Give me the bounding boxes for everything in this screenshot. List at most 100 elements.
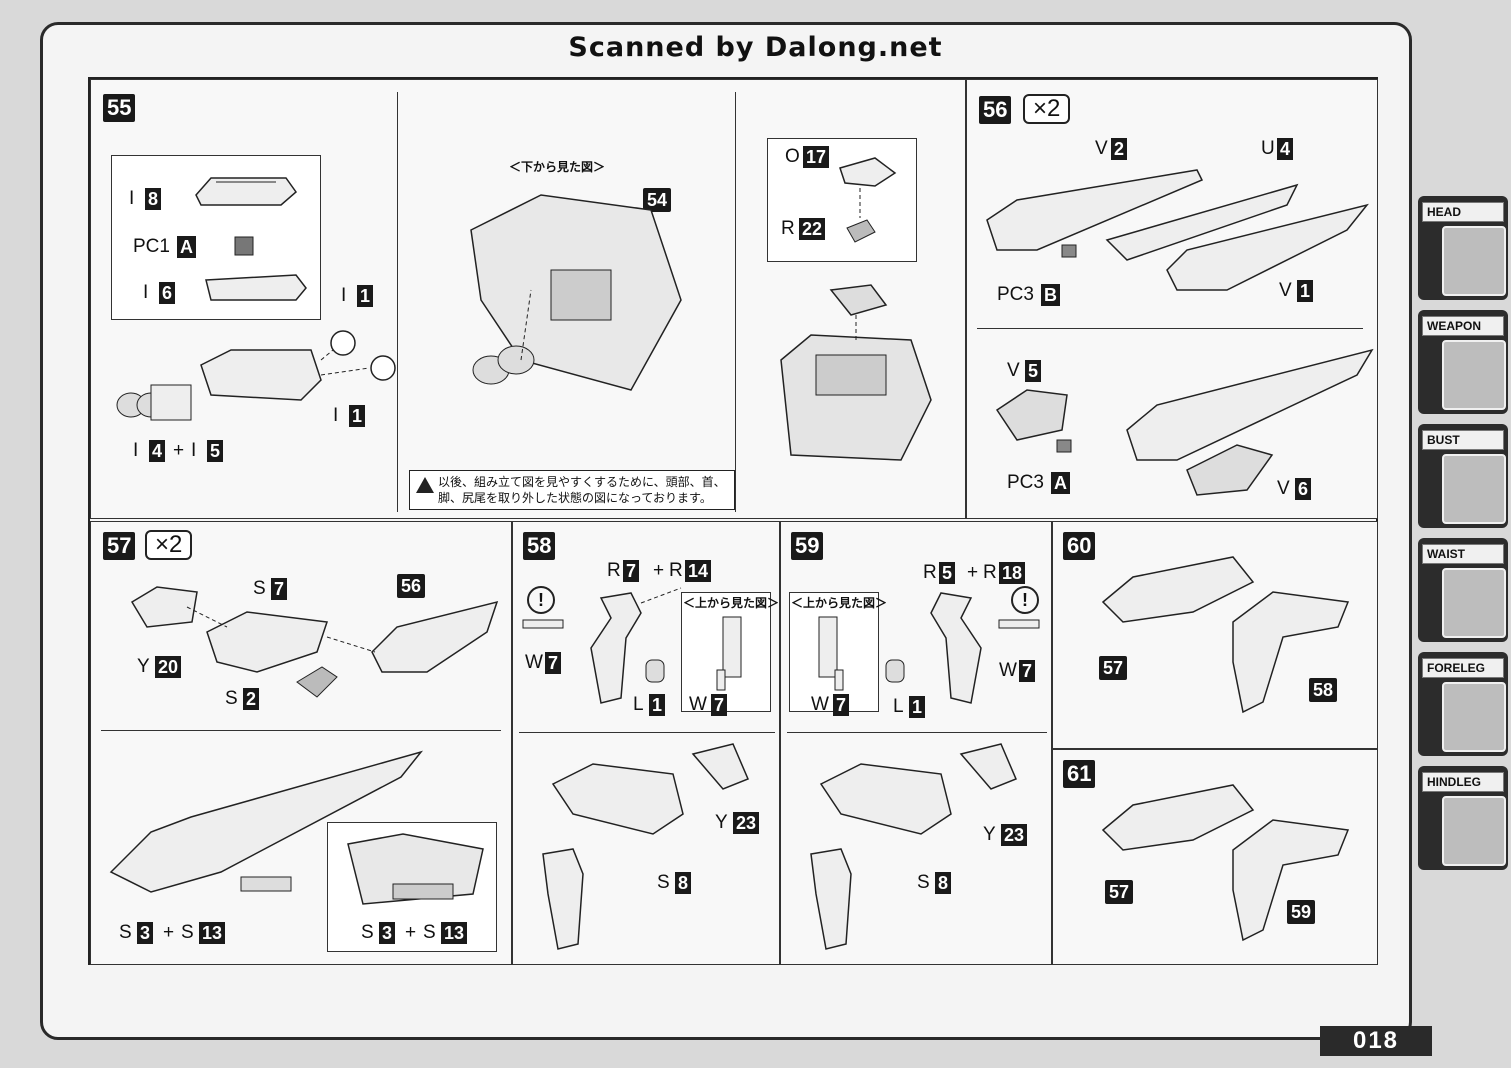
part-number: 1 xyxy=(349,405,366,427)
step-58-panel: 58 R 7 + R 14 ! W 7 L 1 ＜上から見た図＞ W 7 Y xyxy=(512,521,780,965)
tab-foreleg[interactable]: FORELEG xyxy=(1418,652,1508,756)
part-label: U xyxy=(1261,138,1275,159)
tab-label: BUST xyxy=(1422,430,1504,450)
part-number: 14 xyxy=(685,560,712,582)
detail-drawing-58 xyxy=(716,616,742,691)
caution-icon: ! xyxy=(1011,586,1039,614)
part-number: 7 xyxy=(711,694,728,716)
part-label: R xyxy=(923,562,937,583)
part-number: 7 xyxy=(545,652,562,674)
part-label: W xyxy=(999,660,1017,681)
part-label: S xyxy=(119,922,132,943)
ref-step-58: 58 xyxy=(1309,678,1338,702)
part-label: S xyxy=(181,922,194,943)
part-drawing-pc1 xyxy=(234,236,254,256)
head-thumbnail-icon xyxy=(1442,226,1506,296)
note-text: 以後、組み立て図を見やすくするために、頭部、首、脚、尻尾を取り外した状態の図にな… xyxy=(438,475,726,505)
part-number: 6 xyxy=(1295,478,1312,500)
divider xyxy=(519,732,775,733)
repeat-count: ×2 xyxy=(145,530,193,560)
part-label: L xyxy=(893,696,904,717)
tab-hindleg[interactable]: HINDLEG xyxy=(1418,766,1508,870)
page-number: 018 xyxy=(1320,1026,1432,1056)
part-number: 1 xyxy=(909,696,926,718)
part-drawing-59 xyxy=(885,592,1040,704)
hindleg-thumbnail-icon xyxy=(1442,796,1506,866)
part-label: PC3 xyxy=(997,284,1034,305)
ref-step-54: 54 xyxy=(643,188,672,212)
assembly-drawing-61 xyxy=(1101,784,1350,942)
tab-label: WEAPON xyxy=(1422,316,1504,336)
detail-drawing-59 xyxy=(818,616,844,691)
part-label: R xyxy=(669,560,683,581)
part-label: I xyxy=(341,285,347,306)
part-number: 2 xyxy=(1111,138,1128,160)
part-number: 7 xyxy=(1019,660,1036,682)
step-60-panel: 60 57 58 xyxy=(1052,521,1378,749)
part-number: 4 xyxy=(1277,138,1294,160)
part-number: A xyxy=(177,236,196,258)
plus-sign: + xyxy=(405,922,417,943)
part-label: I xyxy=(333,405,339,426)
ref-step-59: 59 xyxy=(1287,900,1316,924)
detail-drawing-57 xyxy=(347,833,484,905)
assembly-drawing-60 xyxy=(1101,556,1350,714)
part-number: 20 xyxy=(155,656,182,678)
divider xyxy=(977,328,1363,329)
part-number: 1 xyxy=(357,285,374,307)
repeat-count: ×2 xyxy=(1023,94,1071,124)
step-59-panel: 59 R 5 + R 18 ! ＜上から見た図＞ W 7 L 1 W 7 Y 2… xyxy=(780,521,1052,965)
view-above-caption: ＜上から見た図＞ xyxy=(683,596,780,610)
part-label: Y xyxy=(715,812,728,833)
part-label: V xyxy=(1095,138,1108,159)
part-number: 8 xyxy=(145,188,162,210)
assembly-drawing-body xyxy=(780,284,932,461)
part-drawing-i6 xyxy=(205,274,307,301)
part-label: L xyxy=(633,694,644,715)
part-label: O xyxy=(785,146,800,167)
tab-head[interactable]: HEAD xyxy=(1418,196,1508,300)
waist-thumbnail-icon xyxy=(1442,568,1506,638)
part-number: 7 xyxy=(623,560,640,582)
plus-sign: + xyxy=(967,562,979,583)
ref-step-57: 57 xyxy=(1105,880,1134,904)
part-label: Y xyxy=(137,656,150,677)
step-number: 60 xyxy=(1063,532,1096,560)
part-label: W xyxy=(689,694,707,715)
assembly-note: 以後、組み立て図を見やすくするために、頭部、首、脚、尻尾を取り外した状態の図にな… xyxy=(409,470,735,510)
part-number: 8 xyxy=(935,872,952,894)
weapon-thumbnail-icon xyxy=(1442,340,1506,410)
part-number: A xyxy=(1051,472,1070,494)
part-number: 5 xyxy=(1025,360,1042,382)
part-label: I xyxy=(191,440,197,461)
part-label: S xyxy=(657,872,670,893)
part-drawing-blade-halves xyxy=(986,169,1369,291)
part-label: V xyxy=(1277,478,1290,499)
part-number: 17 xyxy=(803,146,830,168)
tab-waist[interactable]: WAIST xyxy=(1418,538,1508,642)
part-number: 6 xyxy=(159,282,176,304)
divider xyxy=(101,730,501,731)
ref-step-57: 57 xyxy=(1099,656,1128,680)
step-number: 58 xyxy=(523,532,556,560)
divider xyxy=(787,732,1047,733)
tab-bust[interactable]: BUST xyxy=(1418,424,1508,528)
part-number: 7 xyxy=(271,578,288,600)
step-55-right-inset xyxy=(767,138,917,262)
assembly-drawing-blade xyxy=(995,348,1374,496)
part-label: I xyxy=(129,188,135,209)
part-label: S xyxy=(361,922,374,943)
part-number: 13 xyxy=(441,922,468,944)
assembly-drawing-59 xyxy=(810,743,1017,950)
tab-label: FORELEG xyxy=(1422,658,1504,678)
ref-step-56: 56 xyxy=(397,574,426,598)
caution-icon: ! xyxy=(527,586,555,614)
part-label: W xyxy=(525,652,543,673)
divider xyxy=(397,92,398,512)
part-number: 3 xyxy=(379,922,396,944)
step-55-panel: 55 I 8 PC1 A I 6 I 1 I xyxy=(90,79,966,519)
tab-weapon[interactable]: WEAPON xyxy=(1418,310,1508,414)
plus-sign: + xyxy=(173,440,185,461)
warning-icon xyxy=(416,477,434,493)
part-number: 18 xyxy=(999,562,1026,584)
